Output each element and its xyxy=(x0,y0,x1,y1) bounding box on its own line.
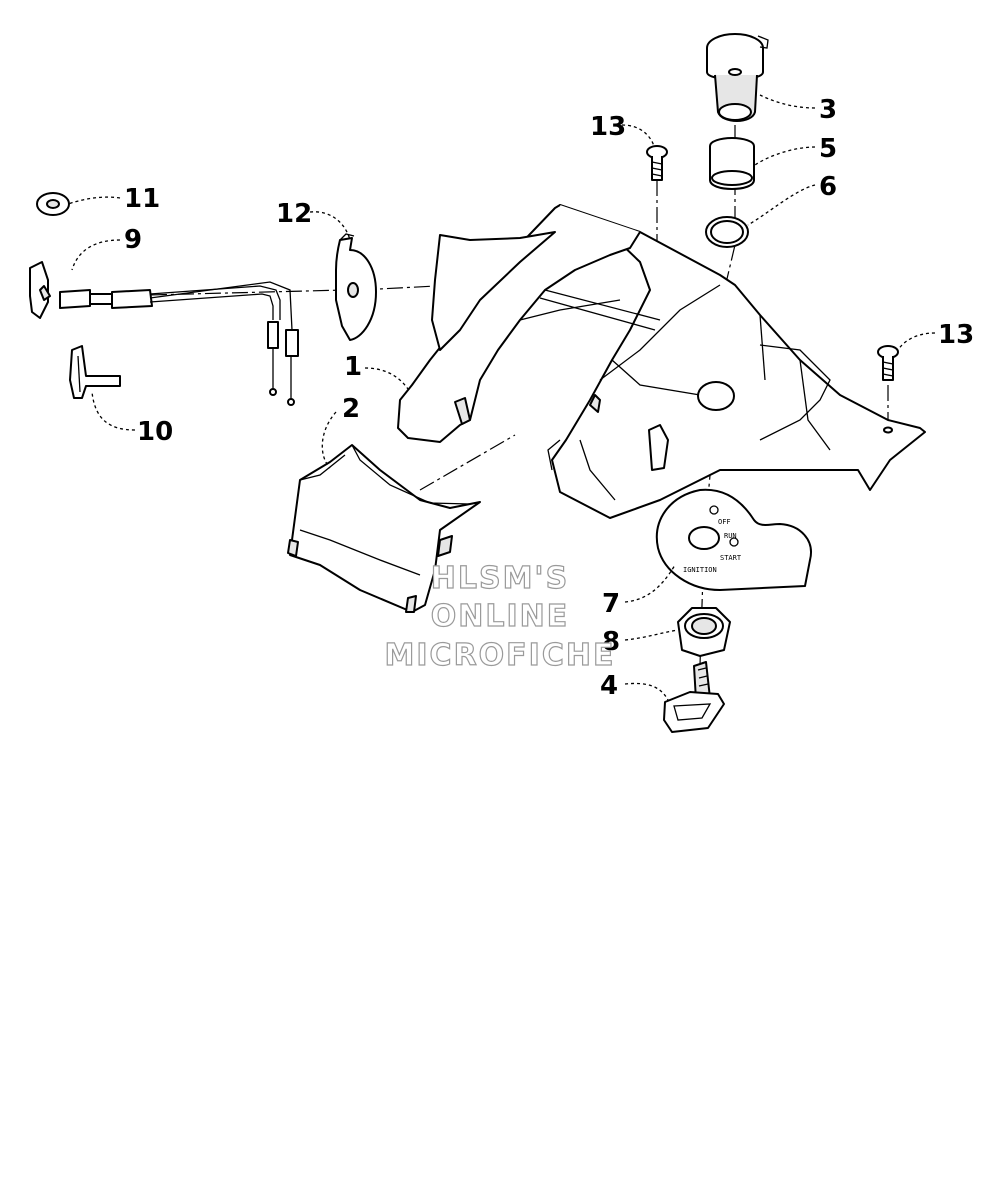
key-part-4 xyxy=(663,661,725,733)
switch-plate-part-7: OFF RUN START IGNITION xyxy=(655,488,812,591)
nut-part-8 xyxy=(677,607,731,657)
top-knob-part-3 xyxy=(706,33,769,122)
bracket-part-10 xyxy=(69,345,121,399)
screw-part-13-right xyxy=(877,345,899,381)
callout-4: 4 xyxy=(600,671,618,701)
washer-part-11 xyxy=(36,192,70,216)
plate-label-start: START xyxy=(720,554,742,562)
callout-9: 9 xyxy=(124,225,142,255)
callout-2: 2 xyxy=(342,394,360,424)
callout-13-right: 13 xyxy=(938,320,974,350)
callout-5: 5 xyxy=(819,134,837,164)
callout-1: 1 xyxy=(344,352,362,382)
ring-part-6 xyxy=(705,216,749,248)
plate-label-run: RUN xyxy=(724,532,737,540)
callout-labels: 1 2 3 4 5 6 7 8 9 10 11 12 13 13 xyxy=(124,95,974,701)
plate-label-off: OFF xyxy=(718,518,731,526)
screw-part-13-upper xyxy=(646,145,668,181)
callout-11: 11 xyxy=(124,184,160,214)
callout-6: 6 xyxy=(819,172,837,202)
bushing-part-5 xyxy=(709,137,755,190)
watermark-line-2: ONLINE xyxy=(431,599,570,634)
callout-13-upper: 13 xyxy=(590,112,626,142)
console-housing-part-1 xyxy=(397,204,926,519)
watermark-line-3: MICROFICHE xyxy=(385,638,616,673)
watermark: HLSM'S ONLINE MICROFICHE xyxy=(384,560,616,673)
callout-12: 12 xyxy=(276,199,312,229)
callout-7: 7 xyxy=(602,589,620,619)
plate-label-ignition: IGNITION xyxy=(683,566,717,574)
leader-lines xyxy=(67,94,936,701)
callout-8: 8 xyxy=(602,627,620,657)
throttle-cable-part-9 xyxy=(29,261,299,406)
callout-3: 3 xyxy=(819,95,837,125)
callout-10: 10 xyxy=(137,417,173,447)
watermark-line-1: HLSM'S xyxy=(431,561,569,596)
lower-cover-part-2 xyxy=(287,444,481,613)
grommet-part-12 xyxy=(335,233,377,341)
